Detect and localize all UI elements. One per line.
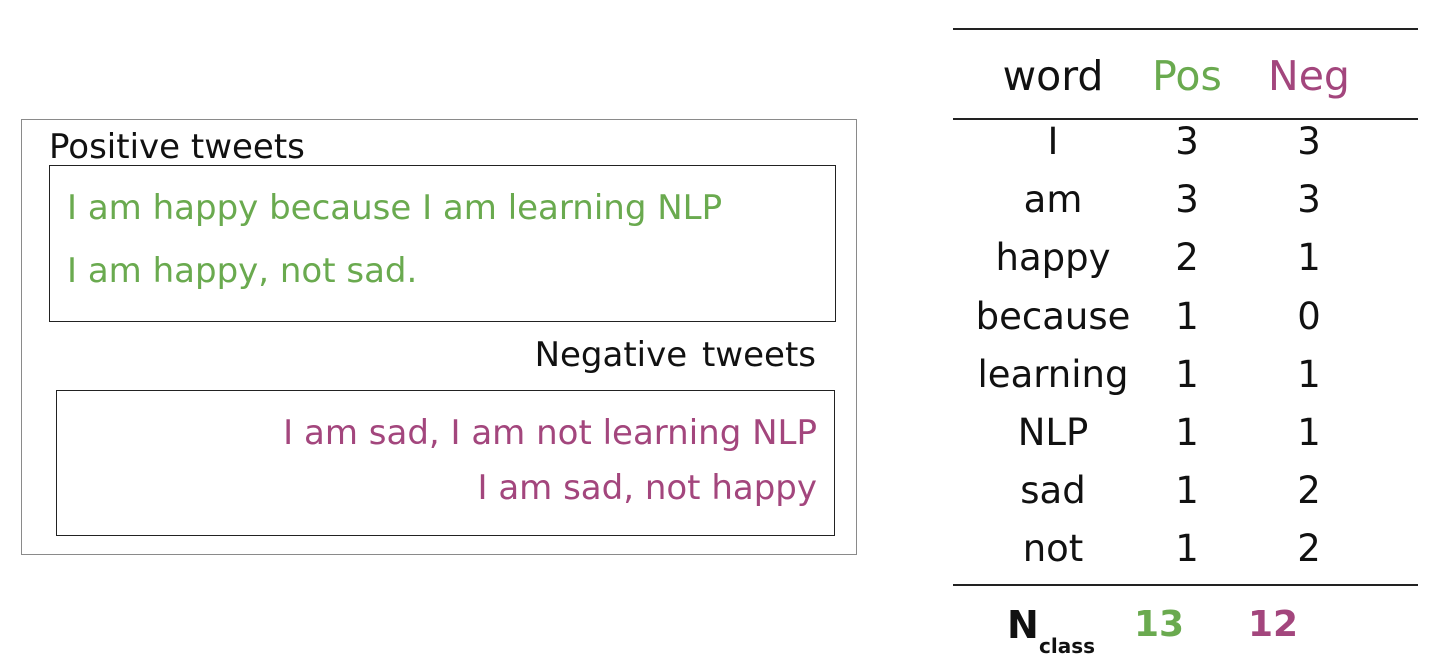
table-cell-pos: 1	[1175, 469, 1199, 513]
table-bottom-rule	[953, 584, 1418, 586]
table-cell-word: not	[1022, 527, 1084, 571]
header-word: word	[1002, 52, 1104, 100]
table-cell-pos: 3	[1175, 178, 1199, 222]
table-cell-word: I	[1047, 120, 1059, 163]
table-cell-pos: 1	[1175, 294, 1199, 338]
n-class-subscript: class	[1039, 634, 1096, 658]
table-cell-neg: 1	[1297, 352, 1321, 396]
table-cell-neg: 0	[1297, 294, 1321, 338]
positive-tweets-label: Positive tweets	[49, 127, 305, 167]
table-cell-neg: 2	[1297, 527, 1321, 571]
total-pos: 13	[1133, 604, 1185, 645]
header-pos: Pos	[1152, 52, 1222, 100]
n-class-label: N	[1007, 603, 1039, 647]
header-neg: Neg	[1268, 52, 1350, 100]
table-cell-neg: 2	[1297, 469, 1321, 513]
negative-tweet: I am sad, I am not learning NLP	[283, 413, 817, 453]
positive-tweet: I am happy because I am learning NLP	[67, 188, 723, 228]
table-cell-neg: 1	[1297, 236, 1321, 280]
table-cell-neg: 3	[1297, 120, 1321, 163]
table-cell-pos: 1	[1175, 352, 1199, 396]
positive-tweets-box	[49, 165, 836, 322]
table-cell-pos: 1	[1175, 527, 1199, 571]
table-cell-pos: 1	[1175, 411, 1199, 454]
table-cell-word: am	[1023, 178, 1083, 222]
table-header-rule	[953, 118, 1418, 120]
table-cell-pos: 2	[1175, 236, 1199, 280]
negative-tweets-label: Negative tweets	[534, 335, 816, 375]
table-cell-neg: 3	[1297, 178, 1321, 222]
table-cell-word: learning	[977, 352, 1129, 396]
table-cell-word: NLP	[1017, 411, 1089, 454]
table-cell-word: happy	[995, 236, 1111, 280]
negative-tweets-box	[56, 390, 835, 536]
negative-tweet: I am sad, not happy	[477, 468, 817, 508]
table-cell-word: sad	[1020, 469, 1086, 513]
table-cell-pos: 3	[1175, 120, 1199, 163]
table-top-rule	[953, 28, 1418, 30]
positive-tweet: I am happy, not sad.	[67, 251, 418, 291]
total-neg: 12	[1247, 604, 1299, 645]
corpus-frame	[21, 119, 857, 555]
table-cell-word: because	[975, 294, 1131, 338]
table-cell-neg: 1	[1297, 411, 1321, 454]
